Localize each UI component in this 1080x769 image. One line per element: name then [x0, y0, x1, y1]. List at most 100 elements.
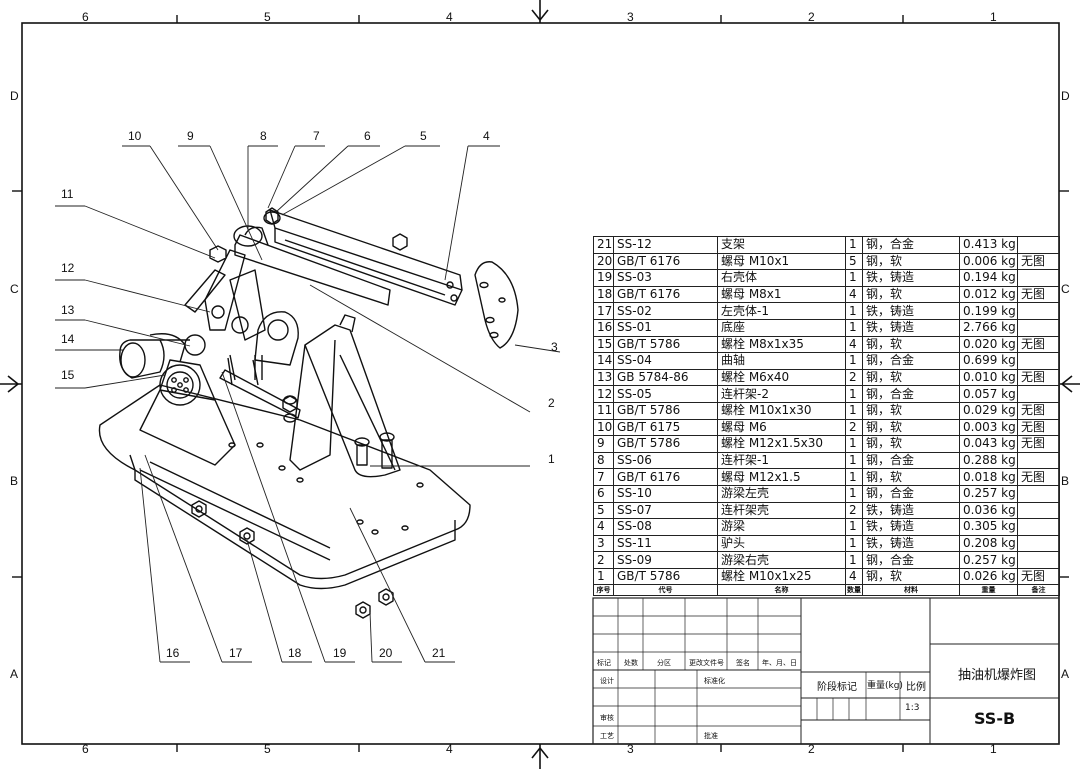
item-material: 铁，铸造 — [862, 318, 960, 337]
item-no: 6 — [593, 484, 614, 503]
callout-12: 12 — [61, 261, 75, 275]
callout-14: 14 — [61, 332, 75, 346]
zone-col-1-top: 1 — [990, 10, 997, 24]
item-note — [1017, 534, 1060, 553]
item-name: 螺栓 M6x40 — [717, 368, 846, 387]
zone-row-d-right: D — [1061, 89, 1070, 103]
item-qty: 4 — [845, 285, 863, 304]
item-mass: 0.036 kg — [959, 501, 1018, 520]
callout-11: 11 — [61, 187, 74, 201]
top-nuts — [209, 207, 408, 263]
item-code: SS-06 — [613, 451, 718, 470]
item-material: 钢，软 — [862, 252, 960, 271]
item-code: GB/T 5786 — [613, 567, 718, 586]
item-name: 驴头 — [717, 534, 846, 553]
item-qty: 1 — [845, 468, 863, 486]
item-mass: 0.006 kg — [959, 252, 1018, 271]
item-qty: 5 — [845, 252, 863, 271]
item-note — [1017, 318, 1060, 337]
item-note — [1017, 302, 1060, 320]
callout-9: 9 — [187, 129, 194, 143]
zone-row-a-left: A — [10, 667, 19, 681]
item-mass: 0.010 kg — [959, 368, 1018, 387]
item-code: GB/T 6176 — [613, 252, 718, 271]
tb-date-label: 年、月、日 — [762, 659, 797, 667]
item-name: 支架 — [717, 236, 846, 254]
drawing-number: SS-B — [974, 709, 1016, 728]
item-code: SS-12 — [613, 236, 718, 254]
item-name: 游梁 — [717, 518, 846, 536]
item-material: 钢，合金 — [862, 352, 960, 370]
item-code: SS-03 — [613, 269, 718, 287]
tb-scale-value: 1:3 — [905, 703, 920, 713]
zone-col-5-top: 5 — [264, 10, 271, 24]
item-qty: 1 — [845, 484, 863, 503]
callout-8: 8 — [260, 129, 267, 143]
stand-bolts — [354, 432, 395, 469]
item-no: 12 — [593, 385, 614, 403]
callout-15: 15 — [61, 368, 75, 382]
item-no: 8 — [593, 451, 614, 470]
item-no: 13 — [593, 368, 614, 387]
header-qty: 数量 — [845, 584, 863, 597]
title-block-lines — [592, 597, 1060, 745]
item-name: 底座 — [717, 318, 846, 337]
zone-col-2-top: 2 — [808, 10, 815, 24]
item-no: 11 — [593, 401, 614, 420]
zone-col-4-top: 4 — [446, 10, 453, 24]
callout-17: 17 — [229, 646, 243, 660]
header-material: 材料 — [862, 584, 960, 597]
tb-review-label: 审核 — [600, 714, 614, 722]
item-code: SS-01 — [613, 318, 718, 337]
item-no: 1 — [593, 567, 614, 586]
tb-scale-label: 比例 — [906, 682, 926, 693]
item-qty: 4 — [845, 335, 863, 354]
tb-standardize-label: 标准化 — [704, 677, 725, 685]
item-no: 18 — [593, 285, 614, 304]
zone-row-c-left: C — [10, 282, 19, 296]
parts-list-header: 序号 代号 名称 数量 材料 重量 备注 — [593, 584, 1060, 597]
item-mass: 0.057 kg — [959, 385, 1018, 403]
item-code: SS-08 — [613, 518, 718, 536]
crank-housing — [139, 389, 236, 466]
drawing-name: 抽油机爆炸图 — [958, 668, 1037, 683]
item-name: 螺栓 M10x1x25 — [717, 567, 846, 586]
item-name: 螺母 M8x1 — [717, 285, 846, 304]
item-code: GB/T 6176 — [613, 285, 718, 304]
horse-head — [474, 261, 519, 349]
item-name: 右壳体 — [717, 269, 846, 287]
item-code: GB/T 5786 — [613, 401, 718, 420]
item-qty: 1 — [845, 551, 863, 569]
item-note — [1017, 385, 1060, 403]
item-note — [1017, 451, 1060, 470]
item-no: 7 — [593, 468, 614, 486]
item-name: 连杆架壳 — [717, 501, 846, 520]
zone-ticks — [12, 15, 1069, 752]
item-code: SS-09 — [613, 551, 718, 569]
item-name: 连杆架-1 — [717, 451, 846, 470]
item-qty: 1 — [845, 534, 863, 553]
item-mass: 0.288 kg — [959, 451, 1018, 470]
callout-4: 4 — [483, 129, 490, 143]
item-mass: 0.026 kg — [959, 567, 1018, 586]
item-qty: 1 — [845, 451, 863, 470]
item-note — [1017, 236, 1060, 254]
item-material: 钢，软 — [862, 567, 960, 586]
item-qty: 2 — [845, 418, 863, 437]
item-material: 钢，合金 — [862, 484, 960, 503]
item-name: 螺栓 M10x1x30 — [717, 401, 846, 420]
item-no: 3 — [593, 534, 614, 553]
item-mass: 0.029 kg — [959, 401, 1018, 420]
callout-10: 10 — [128, 129, 142, 143]
item-note: 无图 — [1017, 468, 1060, 486]
tb-approve-label: 批准 — [704, 732, 718, 740]
item-no: 15 — [593, 335, 614, 354]
